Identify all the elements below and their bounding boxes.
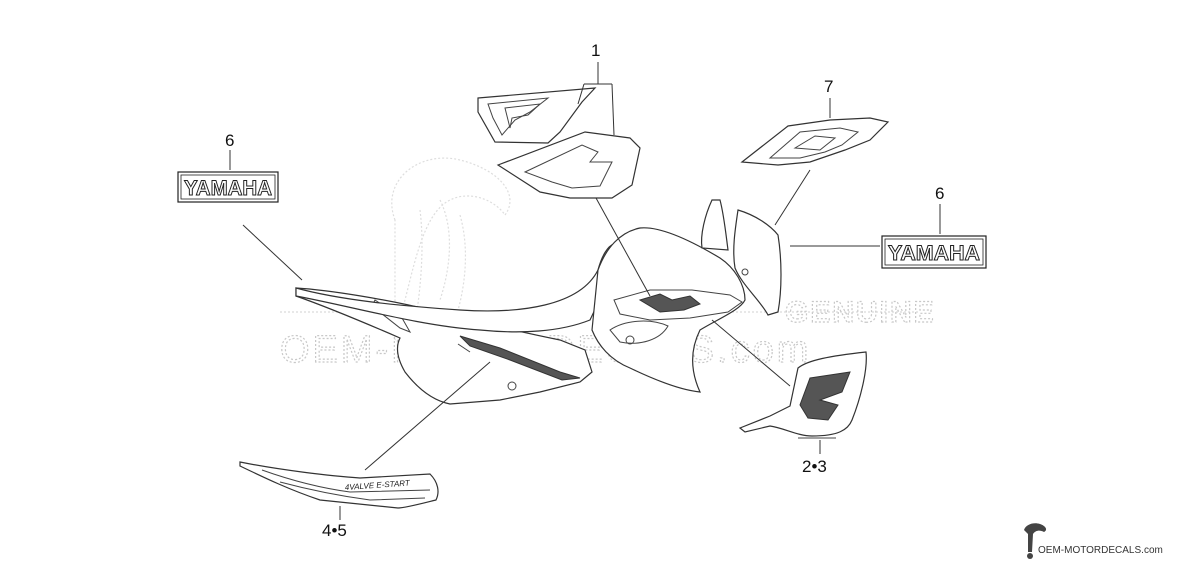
part-1-lower-leader bbox=[595, 197, 651, 297]
part-6-right-badge: YAMAHA bbox=[881, 235, 987, 269]
yamaha-left-badge-text: YAMAHA bbox=[184, 177, 272, 200]
part-1-leader bbox=[577, 62, 615, 136]
part-4-5-label: 4•5 bbox=[322, 521, 347, 540]
part-1-label: 1 bbox=[591, 41, 600, 60]
part-2-3-label: 2•3 bbox=[802, 457, 827, 476]
part-2-3-leader bbox=[711, 319, 791, 387]
part-6-left-badge: YAMAHA bbox=[177, 171, 279, 203]
part-7-label: 7 bbox=[824, 77, 833, 96]
footer-bird-icon bbox=[1024, 523, 1047, 559]
part-1-tank-decal-lower bbox=[496, 131, 641, 199]
footer-site-text: OEM-MOTORDECALS.com bbox=[1038, 545, 1163, 556]
front-fairing bbox=[700, 199, 782, 316]
part-6-right-label: 6 bbox=[935, 184, 944, 203]
part-1-tank-decal-upper bbox=[477, 87, 597, 144]
part-6-left-leader bbox=[242, 224, 303, 281]
part-7-leader bbox=[774, 169, 811, 226]
part-4-5-leader bbox=[364, 361, 491, 471]
part-6-left-label: 6 bbox=[225, 131, 234, 150]
yamaha-right-badge-text: YAMAHA bbox=[888, 242, 980, 265]
part-2-3-shroud-decal bbox=[738, 351, 867, 439]
motorcycle-body: YAMAHA bbox=[295, 227, 746, 405]
part-7-fairing-decal bbox=[740, 117, 890, 166]
part-4-5-stripe-decal: 4VALVE E-START bbox=[239, 461, 439, 509]
